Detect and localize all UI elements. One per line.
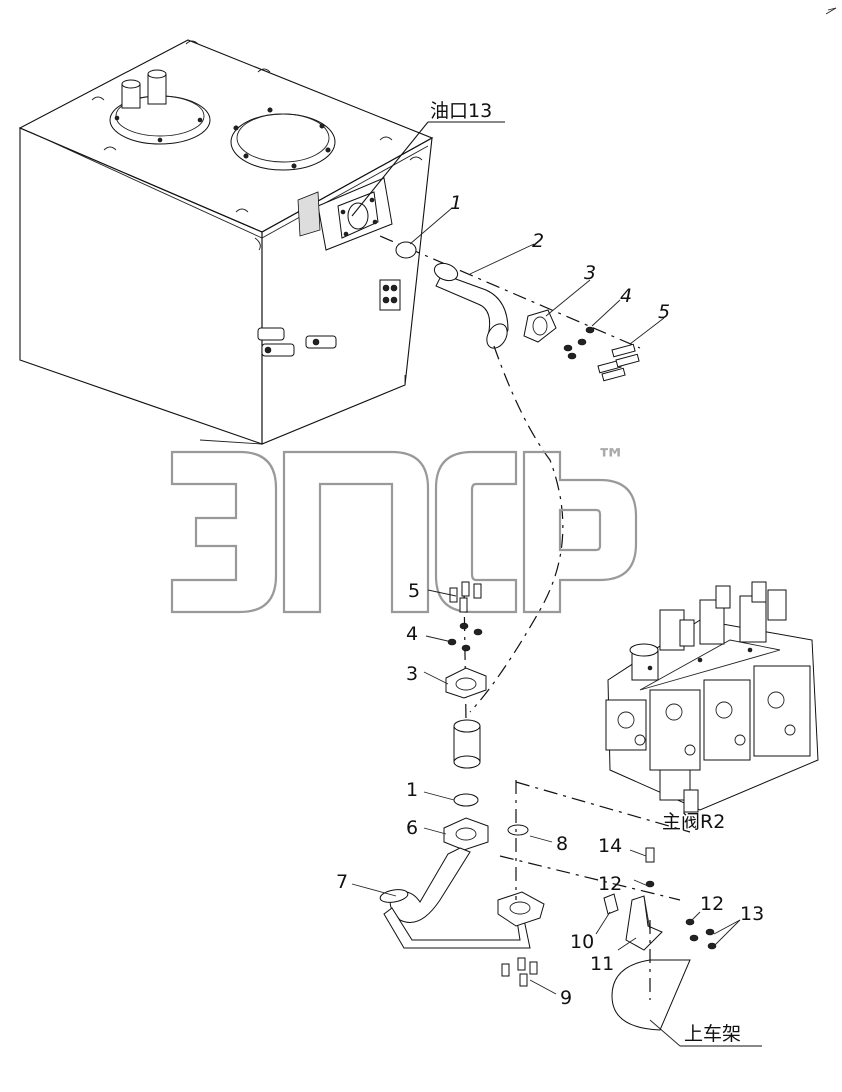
nuts-13 [689, 928, 717, 950]
flange-3-lower [445, 667, 487, 699]
callout-main-valve: 主阀R2 [662, 811, 725, 833]
label-1-lower: 1 [406, 779, 418, 801]
o-ring-1-lower [453, 793, 479, 807]
label-5-lower: 5 [408, 580, 420, 602]
corner-arrow-icon [825, 7, 837, 15]
clamp-10 [603, 893, 619, 915]
o-ring-1-upper [395, 241, 417, 259]
label-6: 6 [406, 817, 418, 839]
o-ring-8 [507, 824, 529, 836]
hydraulic-tank [18, 39, 434, 445]
callout-oil-port-13: 油口13 [351, 100, 505, 217]
label-12-left: 12 [598, 873, 622, 895]
label-8: 8 [556, 833, 568, 855]
washer-12a [645, 880, 655, 888]
label-3-upper: 3 [584, 262, 596, 284]
flange-6 [443, 817, 489, 851]
lower-assembly: 5 4 3 1 6 7 8 9 10 11 12 12 13 14 上车架 [336, 580, 764, 1047]
washer-12b [685, 918, 695, 926]
bolt-14 [645, 847, 655, 863]
flange-3-upper [523, 309, 557, 343]
bracket-11 [625, 895, 663, 951]
main-valve-r2 [605, 581, 819, 813]
bolts-5-lower [449, 581, 482, 613]
label-3-lower: 3 [406, 663, 418, 685]
hose-segment [453, 719, 481, 769]
lifting-hooks [91, 40, 423, 251]
oil-port-13-label: 油口13 [430, 100, 492, 122]
bolts-9 [501, 957, 538, 987]
washers-4-upper [563, 326, 595, 360]
label-11: 11 [590, 953, 614, 975]
upper-frame-label: 上车架 [684, 1023, 741, 1045]
label-12-right: 12 [700, 893, 724, 915]
side-fittings [257, 279, 401, 357]
main-valve-label: 主阀R2 [662, 811, 725, 833]
upper-frame-section [611, 920, 691, 1047]
bent-pipe-7 [379, 847, 531, 949]
filler-cap-left [109, 69, 211, 145]
inspection-cover-right [230, 107, 336, 171]
label-10: 10 [570, 931, 594, 953]
label-5-upper: 5 [658, 301, 670, 323]
label-2: 2 [532, 230, 544, 252]
label-4-lower: 4 [406, 623, 418, 645]
watermark-logo: ™ [170, 443, 638, 614]
label-14: 14 [598, 835, 622, 857]
elbow-pipe-2 [433, 262, 509, 349]
pipe-routing-line [469, 345, 564, 713]
outlet-flange [497, 891, 545, 927]
washers-4-lower [447, 622, 483, 652]
label-13: 13 [740, 903, 764, 925]
bolts-5-upper [597, 343, 640, 382]
upper-assembly: 1 2 3 4 5 [379, 192, 670, 382]
label-7: 7 [336, 871, 348, 893]
label-1-upper: 1 [450, 192, 462, 214]
trademark-mark: ™ [596, 443, 626, 478]
oil-port-flange [297, 177, 393, 251]
label-9: 9 [560, 987, 572, 1009]
label-4-upper: 4 [620, 285, 632, 307]
